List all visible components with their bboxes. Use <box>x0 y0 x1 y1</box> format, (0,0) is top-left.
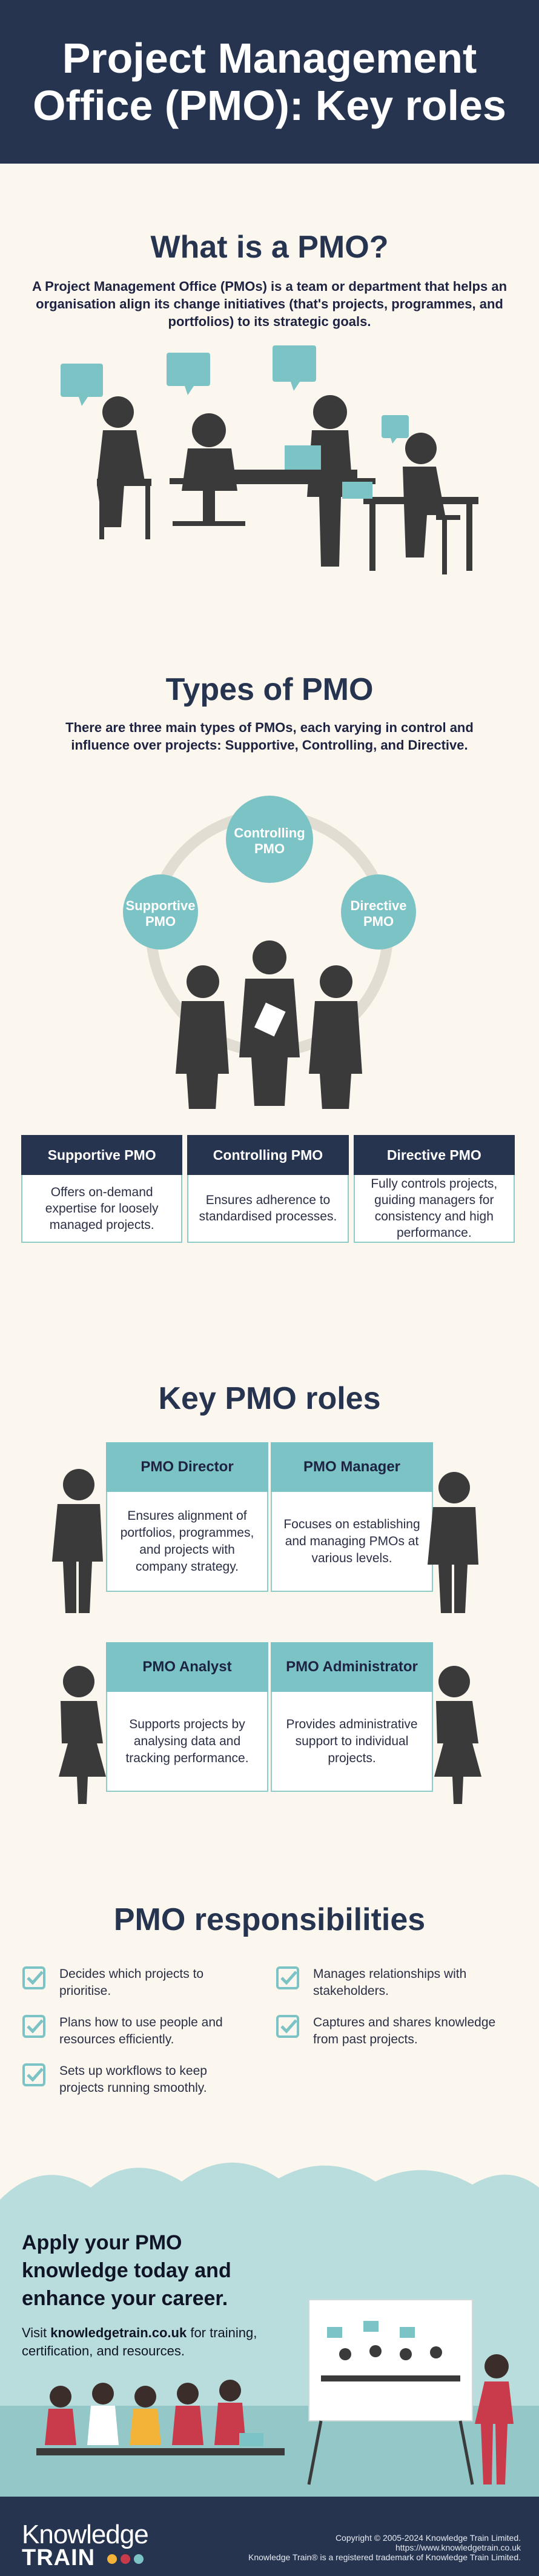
supportive-label-2: PMO <box>145 914 176 929</box>
visit-prefix: Visit <box>22 2325 51 2340</box>
visit-suffix: for training, certification, and resourc… <box>22 2325 257 2358</box>
responsibility-item: Sets up workflows to keep projects runni… <box>22 2063 252 2097</box>
trademark-text: Knowledge Train® is a registered tradema… <box>248 2552 521 2562</box>
column-description: Fully controls projects, guiding manager… <box>353 1175 515 1243</box>
cta-visit-text: Visit knowledgetrain.co.uk for training,… <box>22 2324 312 2360</box>
column-description: Ensures adherence to standardised proces… <box>187 1175 349 1243</box>
directive-circle <box>341 874 416 950</box>
responsibilities-section: PMO responsibilities <box>0 1902 539 1938</box>
cta-title-rest: knowledge today and enhance your career. <box>22 2259 231 2310</box>
role-description: Focuses on establishing and managing PMO… <box>271 1492 433 1592</box>
copyright-url[interactable]: https://www.knowledgetrain.co.uk <box>395 2543 521 2552</box>
role-card-analyst: PMO Analyst Supports projects by analysi… <box>106 1642 268 1792</box>
analyst-figure <box>59 1666 106 1804</box>
controlling-label-1: Controlling <box>234 825 305 840</box>
what-text: A Project Management Office (PMOs) is a … <box>31 279 508 329</box>
manager-figure <box>428 1472 478 1613</box>
office-team-illustration <box>61 345 478 574</box>
logo-train: TRAIN <box>22 2545 148 2571</box>
logo-knowledge: Knowledge <box>22 2520 149 2549</box>
role-card-manager: PMO Manager Focuses on establishing and … <box>271 1442 433 1592</box>
page-title: Project Management Office (PMO): Key rol… <box>33 35 506 129</box>
role-title: PMO Analyst <box>106 1642 268 1692</box>
checkmark-icon <box>22 2063 45 2086</box>
role-description: Ensures alignment of portfolios, program… <box>106 1492 268 1592</box>
roles-heading: Key PMO roles <box>158 1381 381 1416</box>
directive-column: Directive PMO Fully controls projects, g… <box>353 1135 515 1243</box>
controlling-circle <box>226 796 313 883</box>
logo-train-text: TRAIN <box>22 2545 96 2571</box>
website-link[interactable]: knowledgetrain.co.uk <box>50 2325 187 2340</box>
what-section: What is a PMO? A Project Management Offi… <box>0 229 539 330</box>
controlling-label-2: PMO <box>254 841 285 856</box>
column-description: Offers on-demand expertise for loosely m… <box>21 1175 183 1243</box>
column-header: Controlling PMO <box>187 1135 349 1175</box>
checkmark-icon <box>22 2015 45 2038</box>
role-card-director: PMO Director Ensures alignment of portfo… <box>106 1442 268 1592</box>
copyright-block: Copyright © 2005-2024 Knowledge Train Li… <box>248 2533 521 2562</box>
supportive-circle <box>123 874 198 950</box>
types-section: Types of PMO There are three main types … <box>0 671 539 754</box>
responsibility-item: Plans how to use people and resources ef… <box>22 2014 252 2048</box>
pmo-types-diagram: Controlling PMO Supportive PMO Directive… <box>123 796 416 1109</box>
role-description: Supports projects by analysing data and … <box>106 1692 268 1792</box>
column-header: Supportive PMO <box>21 1135 183 1175</box>
responsibility-text: Sets up workflows to keep projects runni… <box>59 2064 207 2095</box>
role-card-administrator: PMO Administrator Provides administrativ… <box>271 1642 433 1792</box>
copyright-text: Copyright © 2005-2024 Knowledge Train Li… <box>335 2533 521 2543</box>
responsibility-text: Manages relationships with stakeholders. <box>313 1967 467 1998</box>
controlling-column: Controlling PMO Ensures adherence to sta… <box>187 1135 349 1243</box>
cta-title: Apply your PMO knowledge today and enhan… <box>22 2229 312 2312</box>
role-title: PMO Manager <box>271 1442 433 1492</box>
responsibilities-heading: PMO responsibilities <box>113 1902 426 1937</box>
director-figure <box>52 1469 103 1613</box>
administrator-figure <box>434 1666 481 1804</box>
types-heading: Types of PMO <box>165 672 374 707</box>
checkmark-icon <box>276 2015 299 2038</box>
responsibility-item: Manages relationships with stakeholders. <box>276 1966 506 2000</box>
supportive-column: Supportive PMO Offers on-demand expertis… <box>21 1135 183 1243</box>
role-title: PMO Director <box>106 1442 268 1492</box>
responsibility-text: Captures and shares knowledge from past … <box>313 2015 496 2046</box>
page-header: Project Management Office (PMO): Key rol… <box>0 0 539 164</box>
cta-title-prefix: Apply your <box>22 2231 136 2254</box>
supportive-label-1: Supportive <box>126 898 196 913</box>
what-heading: What is a PMO? <box>150 230 389 265</box>
page-footer: Knowledge TRAIN Copyright © 2005-2024 Kn… <box>0 2497 539 2576</box>
types-text: There are three main types of PMOs, each… <box>65 720 474 753</box>
responsibility-item: Decides which projects to prioritise. <box>22 1966 252 2000</box>
role-title: PMO Administrator <box>271 1642 433 1692</box>
column-header: Directive PMO <box>353 1135 515 1175</box>
responsibility-text: Plans how to use people and resources ef… <box>59 2015 223 2046</box>
directive-label-2: PMO <box>363 914 394 929</box>
checkmark-icon <box>22 1966 45 1989</box>
responsibility-item: Captures and shares knowledge from past … <box>276 2014 506 2048</box>
training-room-illustration <box>36 2299 514 2485</box>
logo-dots-icon <box>107 2554 144 2564</box>
directive-label-1: Directive <box>351 898 407 913</box>
cta-title-bold: PMO <box>135 2231 182 2254</box>
pmo-types-table: Supportive PMO Offers on-demand expertis… <box>21 1135 515 1243</box>
roles-section: Key PMO roles <box>0 1380 539 1417</box>
checkmark-icon <box>276 1966 299 1989</box>
responsibility-text: Decides which projects to prioritise. <box>59 1967 204 1998</box>
role-description: Provides administrative support to indiv… <box>271 1692 433 1792</box>
